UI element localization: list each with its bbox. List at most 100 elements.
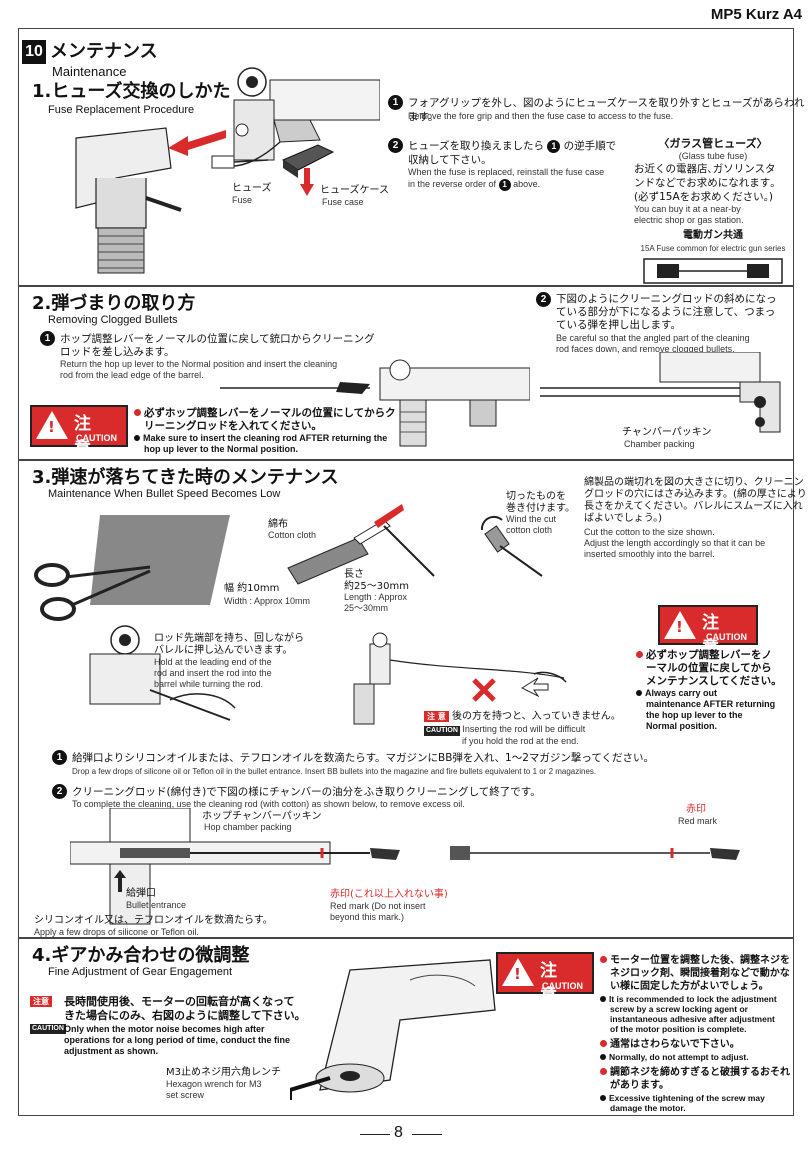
s1-step1-text-en: Remove the fore grip and then the fuse c… — [408, 111, 674, 121]
silicone-oil-label: シリコンオイル又は、テフロンオイルを数滴たらす。 — [34, 915, 273, 926]
rear-caution-line: 注 意 後の方を持つと、入っていきません。 — [424, 710, 621, 724]
hop-chamber-label: ホップチャンバーパッキン — [202, 811, 322, 822]
s4-caution-tag-en: CAUTION — [30, 1024, 66, 1034]
black-bullet-icon — [134, 435, 140, 441]
glass-fuse-title: 〈ガラス管ヒューズ〉 — [658, 137, 768, 150]
hold-text-en-2: rod and insert the rod into the — [154, 668, 272, 678]
red-mark-label: 赤印 — [686, 804, 706, 815]
s4-c1-en-1-value: It is recommended to lock the adjustment — [609, 994, 777, 1004]
cotton-label: 綿布 — [268, 519, 288, 530]
s2-caution-badge: ! 注 意 CAUTION — [30, 405, 128, 459]
caution-exclamation-icon: ! — [676, 618, 683, 636]
pistol-grip-illustration — [290, 959, 496, 1100]
foregrip-illustration — [75, 127, 182, 274]
wrench-label: M3止めネジ用六角レンチ — [166, 1067, 281, 1078]
s1-step2-text-b: の逆手順で — [563, 140, 617, 152]
fuse-label: ヒューズ — [232, 183, 272, 194]
cut-text-en-3: inserted smoothly into the barrel. — [584, 549, 715, 559]
s2-caution-text-2: リーニングロッドを入れてください。 — [144, 420, 322, 432]
cleaning-section-illustration — [70, 808, 740, 925]
cut-text-3: 長さをかえてください。バレルにスムーズに入れ — [584, 501, 803, 512]
page-number: 8 — [394, 1124, 403, 1141]
s1-step2-text-en-b: in the reverse order of 1 above. — [408, 179, 540, 191]
speed-title: 3.弾速が落ちてきた時のメンテナンス — [32, 467, 339, 488]
s1-step2-text-a: ヒューズを取り換えましたら — [408, 140, 544, 152]
rear-caution-en-2: if you hold the rod at the end. — [462, 736, 579, 746]
s4-intro-en-3: adjustment as shown. — [64, 1046, 159, 1056]
chamber-section-illustration — [540, 352, 781, 433]
remove-arrow — [168, 130, 226, 156]
section-fuse — [18, 28, 794, 286]
length-label-en-1: Length : Approx — [344, 592, 408, 602]
caution-en: CAUTION — [706, 632, 747, 642]
fuse-case-down-arrow — [300, 168, 314, 196]
hold-text-1: ロッド先端部を持ち、回しながら — [154, 633, 304, 644]
glass-fuse-common-en: 15A Fuse common for electric gun series — [640, 244, 786, 253]
page-number-rule-right — [412, 1134, 442, 1135]
chamber-packing-label-en: Chamber packing — [624, 439, 695, 449]
s2-step1-text-1: ホップ調整レバーをノーマルの位置に戻して銃口からクリーニング — [60, 333, 375, 345]
s3-step1-text: 給弾口よりシリコンオイルまたは、テフロンオイルを数滴たらす。マガジンにBB弾を入… — [72, 752, 655, 764]
black-bullet-icon — [636, 690, 642, 696]
rear-caution-text: 後の方を持つと、入っていきません。 — [451, 711, 621, 722]
cut-text-en-1: Cut the cotton to the size shown. — [584, 527, 715, 537]
s2-caution-text-en-1: Make sure to insert the cleaning rod AFT… — [134, 433, 387, 444]
black-bullet-icon — [600, 1054, 606, 1060]
hold-rod-illustration — [89, 625, 236, 721]
red-mark-limit-label-en-2: beyond this mark.) — [330, 912, 405, 922]
page-header-title: MP5 Kurz A4 — [710, 6, 802, 23]
fuse-part-illustration — [211, 155, 269, 169]
s2-step1-text-en-1: Return the hop up lever to the Normal po… — [60, 359, 338, 369]
red-mark-label-en: Red mark — [678, 816, 718, 826]
fuse-case-illustration — [281, 144, 335, 178]
red-bullet-icon — [636, 651, 643, 658]
length-label-2: 約25～30mm — [344, 581, 409, 592]
fuse-case-label-en: Fuse case — [322, 197, 364, 207]
gear-title-en: Fine Adjustment of Gear Engagement — [48, 966, 233, 978]
s4-caution-badge: ! 注 意 CAUTION — [496, 952, 594, 1006]
s4-c2: 通常はさわらないで下さい。 — [600, 1038, 740, 1052]
glass-fuse-body-en-2: electric shop or gas station. — [634, 215, 744, 225]
silicone-oil-label-en: Apply a few drops of silicone or Teflon … — [34, 927, 199, 937]
glass-fuse-body-3: (必ず15Aをお求めください。) — [634, 191, 773, 203]
s4-c1-en-1: It is recommended to lock the adjustment — [600, 994, 777, 1005]
s4-caution-tag: 注意 — [30, 996, 52, 1007]
chamber-packing-label: チャンバーパッキン — [622, 427, 712, 438]
glass-fuse-icon — [643, 258, 783, 284]
s2-caution-text-en-1-value: Make sure to insert the cleaning rod AFT… — [143, 433, 388, 443]
s3-caution-text-3: メンテナンスしてください。 — [646, 675, 782, 687]
s2-caution-text-1-value: 必ずホップ調整レバーをノーマルの位置にしてからク — [144, 407, 396, 419]
s3-caution-badge: ! 注 意 CAUTION — [658, 605, 758, 658]
s1-step1-text: フォアグリップを外し、図のようにヒューズケースを取り外すとヒューズがあらわれます… — [408, 97, 805, 123]
s4-intro-en-1: Only when the motor noise becomes high a… — [64, 1024, 265, 1034]
s3-caution-text-en-4: Normal position. — [646, 721, 718, 731]
wind-label-en-1: Wind the cut — [506, 514, 557, 524]
section-number-badge: 10 — [22, 40, 46, 64]
s4-c2-en-value: Normally, do not attempt to adjust. — [609, 1052, 749, 1062]
section-gear — [18, 938, 794, 1116]
wrench-label-en-1: Hexagon wrench for M3 — [166, 1079, 262, 1089]
s2-step1-text-2: ロッドを差し込みます。 — [60, 346, 175, 358]
s3-caution-text-en-1: Always carry out — [636, 688, 717, 699]
s4-intro-2: きた場合にのみ、右図のように調整して下さい。 — [64, 1009, 306, 1022]
red-bullet-icon — [600, 1040, 607, 1047]
fuse-title-en: Fuse Replacement Procedure — [48, 104, 195, 116]
s4-c1-en-3: instantaneous adhesive after adjustment — [610, 1014, 775, 1024]
gun-front-illustration — [220, 67, 380, 167]
black-bullet-icon — [600, 1095, 606, 1101]
glass-fuse-body-2: ンドなどでお求めになれます｡ — [634, 177, 776, 189]
fuse-title: 1.ヒューズ交換のしかた — [32, 81, 231, 102]
caution-jp: 注 意 — [74, 414, 97, 459]
rear-caution-tag-en: CAUTION — [424, 726, 460, 736]
s1-step2-text-en-a: When the fuse is replaced, reinstall the… — [408, 167, 605, 177]
caution-jp: 注 意 — [540, 961, 563, 1006]
glass-fuse-box: 〈ガラス管ヒューズ〉 (Glass tube fuse) お近くの電器店､ガソリ… — [634, 137, 792, 284]
glass-fuse-body-en-1: You can buy it at a near-by — [634, 204, 741, 214]
s4-c1-en-2: screw by a screw locking agent or — [610, 1004, 748, 1014]
s4-c1-3: い様に固定した方がよいでしょう。 — [610, 981, 769, 992]
s4-c3-en-1: Excessive tightening of the screw may — [600, 1093, 765, 1104]
s3-caution-text-2: ーマルの位置に戻してから — [646, 662, 772, 674]
s2-step2-text-3: ている弾を押し出します。 — [556, 319, 681, 331]
s4-c1-en-4: of the motor position is complete. — [610, 1024, 747, 1034]
gear-title: 4.ギアかみ合わせの微調整 — [32, 945, 250, 966]
